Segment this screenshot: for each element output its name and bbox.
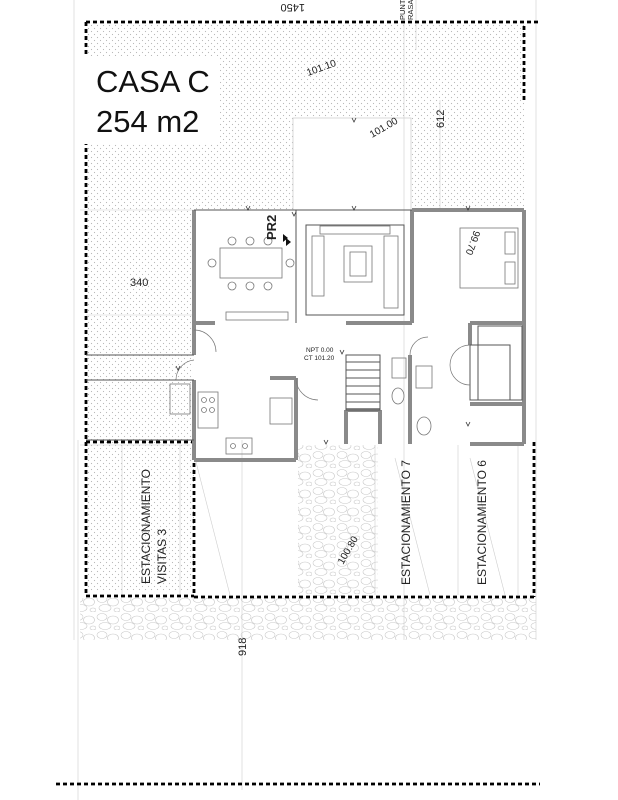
stone-paving (298, 445, 378, 597)
parking-spot-7: ESTACIONAMIENTO 7 (399, 460, 413, 585)
ct-note: CT 101.20 (304, 355, 335, 362)
property-boundary (56, 20, 540, 786)
corner-text-line1: PUNT (398, 0, 407, 20)
dining-table (207, 236, 295, 291)
benchmark-symbol-icon (283, 234, 291, 246)
building-walls (192, 208, 526, 462)
house-name: CASA C (96, 64, 210, 99)
level-99-70: 99.70 (462, 229, 481, 257)
pr2-marker: PR2 (264, 215, 291, 246)
terrace (292, 117, 412, 211)
door-swings (175, 329, 471, 401)
dimension-top-width: 1450 (281, 1, 305, 13)
parking-visitas-line1: ESTACIONAMIENTO (139, 469, 153, 584)
thin-walls (86, 209, 523, 441)
bedroom-bed (459, 227, 519, 289)
npt-note: NPT 0.00 (306, 347, 334, 354)
garden-area-left (86, 210, 193, 442)
construction-lines (73, 0, 537, 800)
corner-text-line2: RASA (406, 0, 415, 20)
front-yard (86, 442, 194, 592)
sidewalk (80, 598, 536, 640)
parking-spot-6: ESTACIONAMIENTO 6 (475, 460, 489, 585)
bathroom-fixtures (225, 311, 433, 436)
dimension-right-depth: 612 (435, 110, 447, 128)
house-area: 254 m2 (96, 104, 200, 139)
dimension-bottom-depth: 918 (237, 638, 249, 656)
kitchen-counter (169, 383, 293, 455)
parking-visitas-line2: VISITAS 3 (155, 529, 169, 584)
house-title-box: CASA C 254 m2 (82, 56, 220, 144)
living-sofa (311, 225, 399, 309)
pr2-label: PR2 (264, 215, 279, 240)
level-ticks (175, 117, 471, 445)
dimension-left-setback: 340 (130, 277, 148, 289)
